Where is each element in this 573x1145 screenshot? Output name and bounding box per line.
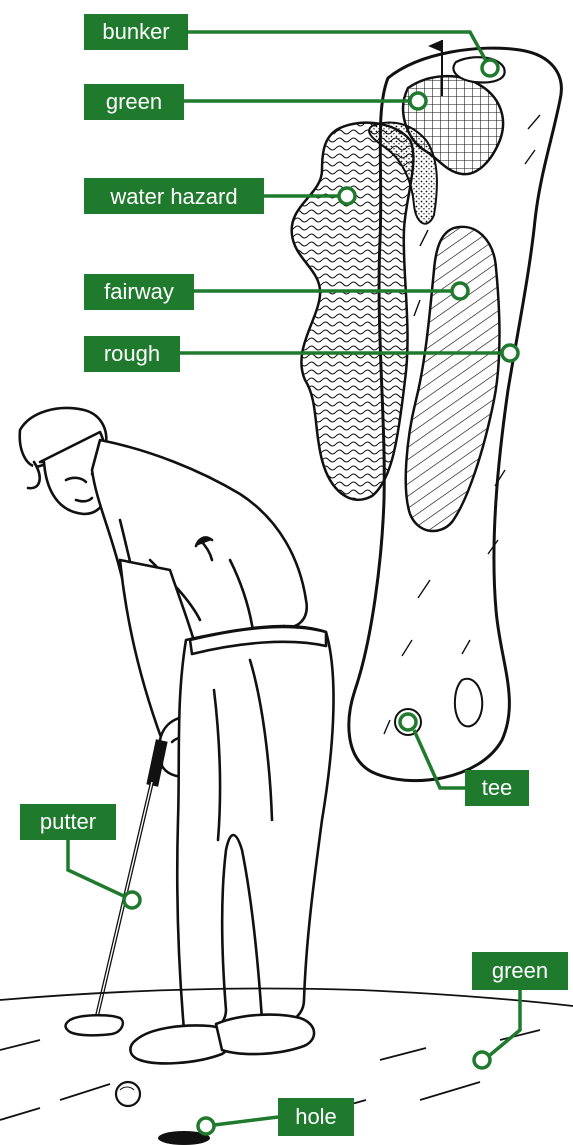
- label-putter: putter: [20, 804, 116, 840]
- label-water-hazard-text: water hazard: [109, 184, 237, 209]
- water-hazard-area: [292, 123, 414, 500]
- tee-side-bunker: [455, 679, 482, 727]
- label-bunker: bunker: [84, 14, 188, 50]
- golfer-figure: [20, 408, 334, 1063]
- label-water-hazard: water hazard: [84, 178, 264, 214]
- label-hole: hole: [278, 1098, 354, 1136]
- label-rough-text: rough: [104, 341, 160, 366]
- label-bunker-text: bunker: [102, 19, 169, 44]
- label-fairway: fairway: [84, 274, 194, 310]
- label-hole-text: hole: [295, 1104, 337, 1129]
- label-green-course-text: green: [106, 89, 162, 114]
- label-putter-text: putter: [40, 809, 96, 834]
- label-green-putting: green: [472, 952, 568, 990]
- golf-ball-icon: [116, 1082, 140, 1106]
- label-tee: tee: [465, 770, 529, 806]
- label-green-putting-text: green: [492, 958, 548, 983]
- label-rough: rough: [84, 336, 180, 372]
- label-tee-text: tee: [482, 775, 513, 800]
- label-green-course: green: [84, 84, 184, 120]
- label-fairway-text: fairway: [104, 279, 174, 304]
